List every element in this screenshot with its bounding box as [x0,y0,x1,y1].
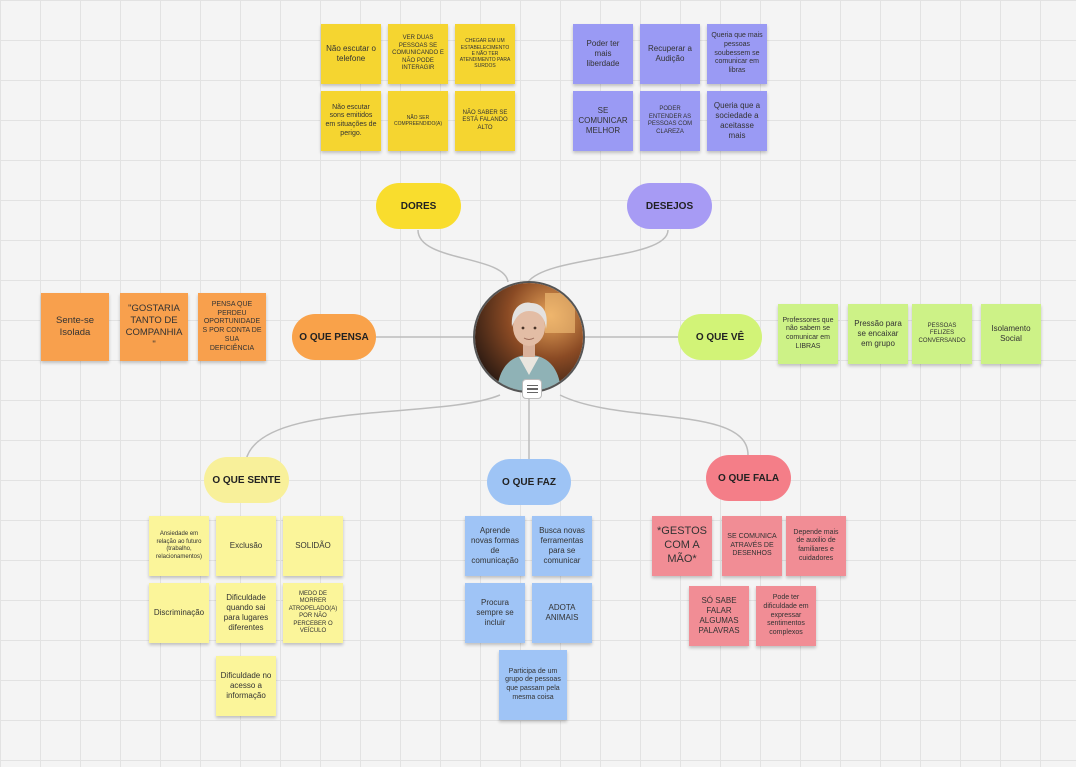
sticky-note-dores-1[interactable]: Não escutar o telefone [321,24,381,84]
node-o-que-ve[interactable]: O QUE VÊ [678,314,762,360]
sticky-note-sente-1[interactable]: Ansiedade em relação ao futuro (trabalho… [149,516,209,576]
sticky-note-ve-2[interactable]: Pressão para se encaixar em grupo [848,304,908,364]
sticky-note-sente-4[interactable]: Discriminação [149,583,209,643]
sticky-note-dores-2[interactable]: VER DUAS PESSOAS SE COMUNICANDO E NÃO PO… [388,24,448,84]
node-dores[interactable]: DORES [376,183,461,229]
connector-desejos [527,229,669,283]
sticky-note-fala-1[interactable]: *GESTOS COM A MÃO* [652,516,712,576]
connector-dores [417,229,509,283]
connector-sente [245,394,501,461]
sticky-note-pensa-3[interactable]: PENSA QUE PERDEU OPORTUNIDADES POR CONTA… [198,293,266,361]
persona-avatar[interactable] [473,281,585,393]
sticky-note-fala-5[interactable]: Pode ter dificuldade em expressar sentim… [756,586,816,646]
sticky-note-dores-4[interactable]: Não escutar sons emitidos em situações d… [321,91,381,151]
sticky-note-desejos-1[interactable]: Poder ter mais liberdade [573,24,633,84]
sticky-note-sente-3[interactable]: SOLIDÃO [283,516,343,576]
sticky-note-faz-4[interactable]: ADOTA ANIMAIS [532,583,592,643]
sticky-note-sente-6[interactable]: MEDO DE MORRER ATROPELADO(A) POR NÃO PER… [283,583,343,643]
sticky-note-desejos-3[interactable]: Queria que mais pessoas soubessem se com… [707,24,767,84]
node-o-que-faz[interactable]: O QUE FAZ [487,459,571,505]
sticky-note-ve-4[interactable]: Isolamento Social [981,304,1041,364]
node-o-que-sente[interactable]: O QUE SENTE [204,457,289,503]
sticky-note-sente-7[interactable]: Dificuldade no acesso a informação [216,656,276,716]
sticky-note-desejos-4[interactable]: SE COMUNICAR MELHOR [573,91,633,151]
sticky-note-sente-5[interactable]: Dificuldade quando sai para lugares dife… [216,583,276,643]
sticky-note-faz-5[interactable]: Participa de um grupo de pessoas que pas… [499,650,567,720]
persona-portrait-image [475,283,583,391]
sticky-note-fala-2[interactable]: SE COMUNICA ATRAVÉS DE DESENHOS [722,516,782,576]
sticky-note-desejos-5[interactable]: PODER ENTENDER AS PESSOAS COM CLAREZA [640,91,700,151]
sticky-note-desejos-2[interactable]: Recuperar a Audição [640,24,700,84]
sticky-note-desejos-6[interactable]: Queria que a sociedade a aceitasse mais [707,91,767,151]
sticky-note-ve-3[interactable]: PESSOAS FELIZES CONVERSANDO [912,304,972,364]
sticky-note-sente-2[interactable]: Exclusão [216,516,276,576]
node-o-que-fala[interactable]: O QUE FALA [706,455,791,501]
sticky-note-fala-4[interactable]: SÓ SABE FALAR ALGUMAS PALAVRAS [689,586,749,646]
sticky-note-faz-2[interactable]: Busca novas ferramentas para se comunica… [532,516,592,576]
sticky-note-dores-5[interactable]: NÃO SER COMPREENDIDO(A) [388,91,448,151]
sticky-note-faz-3[interactable]: Procura sempre se incluir [465,583,525,643]
node-desejos[interactable]: DESEJOS [627,183,712,229]
sticky-note-faz-1[interactable]: Aprende novas formas de comunicação [465,516,525,576]
connector-fala [559,394,749,456]
menu-handle-icon[interactable] [522,379,542,399]
sticky-note-dores-6[interactable]: NÃO SABER SE ESTÁ FALANDO ALTO [455,91,515,151]
node-o-que-pensa[interactable]: O QUE PENSA [292,314,376,360]
sticky-note-dores-3[interactable]: CHEGAR EM UM ESTABELECIMENTO E NÃO TER A… [455,24,515,84]
sticky-note-fala-3[interactable]: Depende mais de auxilio de familiares e … [786,516,846,576]
sticky-note-pensa-2[interactable]: "GOSTARIA TANTO DE COMPANHIA" [120,293,188,361]
sticky-note-pensa-1[interactable]: Sente-se Isolada [41,293,109,361]
sticky-note-ve-1[interactable]: Professores que não sabem se comunicar e… [778,304,838,364]
